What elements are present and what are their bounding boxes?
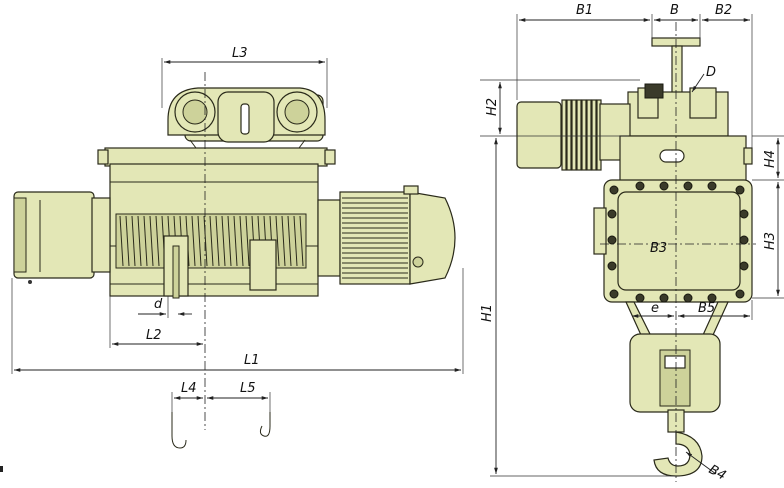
label-B4: B4 [706, 462, 728, 483]
label-H4: H4 [763, 150, 778, 168]
label-L4: L4 [181, 381, 197, 396]
label-L2: L2 [146, 328, 162, 343]
trolley [167, 87, 326, 168]
end-view: B1 B B2 D H2 H1 H4 H3 B3 e B5 B4 [480, 3, 784, 484]
side-view: L3 d L2 L1 L4 L5 [11, 46, 464, 449]
hook-symbol-left [171, 412, 187, 449]
label-B2: B2 [715, 3, 732, 18]
rope-drum [115, 213, 307, 269]
label-B3: B3 [650, 241, 667, 256]
label-B: B [670, 3, 679, 18]
label-L5: L5 [240, 381, 256, 396]
end-motor [516, 99, 631, 171]
label-B5: B5 [698, 301, 715, 316]
label-H3: H3 [763, 232, 778, 250]
label-H2: H2 [485, 98, 500, 116]
label-d: d [154, 297, 163, 312]
edge-mark [0, 466, 3, 472]
top-beam [104, 147, 328, 167]
motor [317, 185, 456, 285]
label-H1: H1 [480, 304, 495, 322]
label-B1: B1 [576, 3, 593, 18]
label-e: e [651, 301, 659, 316]
hook-block [163, 235, 189, 299]
label-L1: L1 [244, 353, 260, 368]
label-L3: L3 [232, 46, 248, 61]
label-D: D [706, 65, 716, 80]
end-hook [653, 409, 703, 477]
hook-symbol-right [259, 412, 271, 437]
